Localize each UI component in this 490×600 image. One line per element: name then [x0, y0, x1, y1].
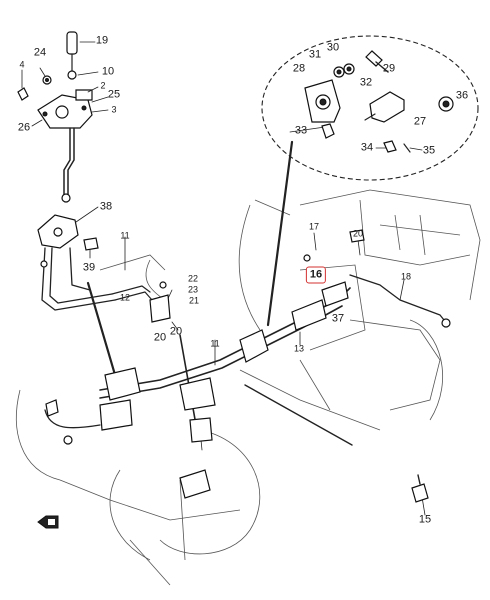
callout-36: 36 — [455, 89, 469, 102]
callout-4: 4 — [19, 59, 25, 70]
callout-17: 17 — [308, 221, 320, 232]
callout-28: 28 — [292, 62, 306, 75]
callout-27: 27 — [413, 115, 427, 128]
callout-16-highlighted: 16 — [305, 266, 327, 284]
front-arrow-icon — [37, 515, 59, 529]
callout-10: 10 — [101, 65, 115, 78]
callout-29: 29 — [382, 62, 396, 75]
brake-rod-assembly — [44, 229, 451, 503]
callout-26: 26 — [17, 121, 31, 134]
callout-31: 31 — [308, 48, 322, 61]
callout-2: 2 — [100, 80, 106, 91]
callout-34: 34 — [360, 141, 374, 154]
callout-25: 25 — [107, 88, 121, 101]
callout-11: 11 — [120, 230, 130, 241]
callout-38: 38 — [99, 200, 113, 213]
callout-20-lower: 20 — [153, 331, 167, 344]
callout-23: 23 — [187, 284, 199, 295]
callout-3: 3 — [111, 104, 117, 115]
callout-37: 37 — [331, 312, 345, 325]
callout-12: 12 — [119, 292, 131, 303]
callout-32: 32 — [359, 76, 373, 89]
brake-line-joint — [37, 214, 153, 311]
chassis-outline — [16, 189, 481, 586]
callout-30: 30 — [326, 41, 340, 54]
callout-11-lower: 11 — [210, 338, 220, 349]
callout-39: 39 — [82, 261, 96, 274]
callout-13: 13 — [293, 343, 305, 354]
callout-24: 24 — [33, 46, 47, 59]
master-cylinder-assembly — [17, 31, 93, 203]
callout-20-upper: 20 — [352, 228, 364, 239]
callout-21: 21 — [188, 295, 200, 306]
callout-15: 15 — [418, 513, 432, 526]
callout-19: 19 — [95, 34, 109, 47]
pointer-lines — [86, 140, 353, 446]
callout-22: 22 — [187, 273, 199, 284]
callout-18: 18 — [400, 271, 412, 282]
detail-inset — [261, 35, 479, 181]
callout-20-middle: 20 — [169, 325, 183, 338]
callout-35: 35 — [422, 144, 436, 157]
callout-33: 33 — [294, 124, 308, 137]
